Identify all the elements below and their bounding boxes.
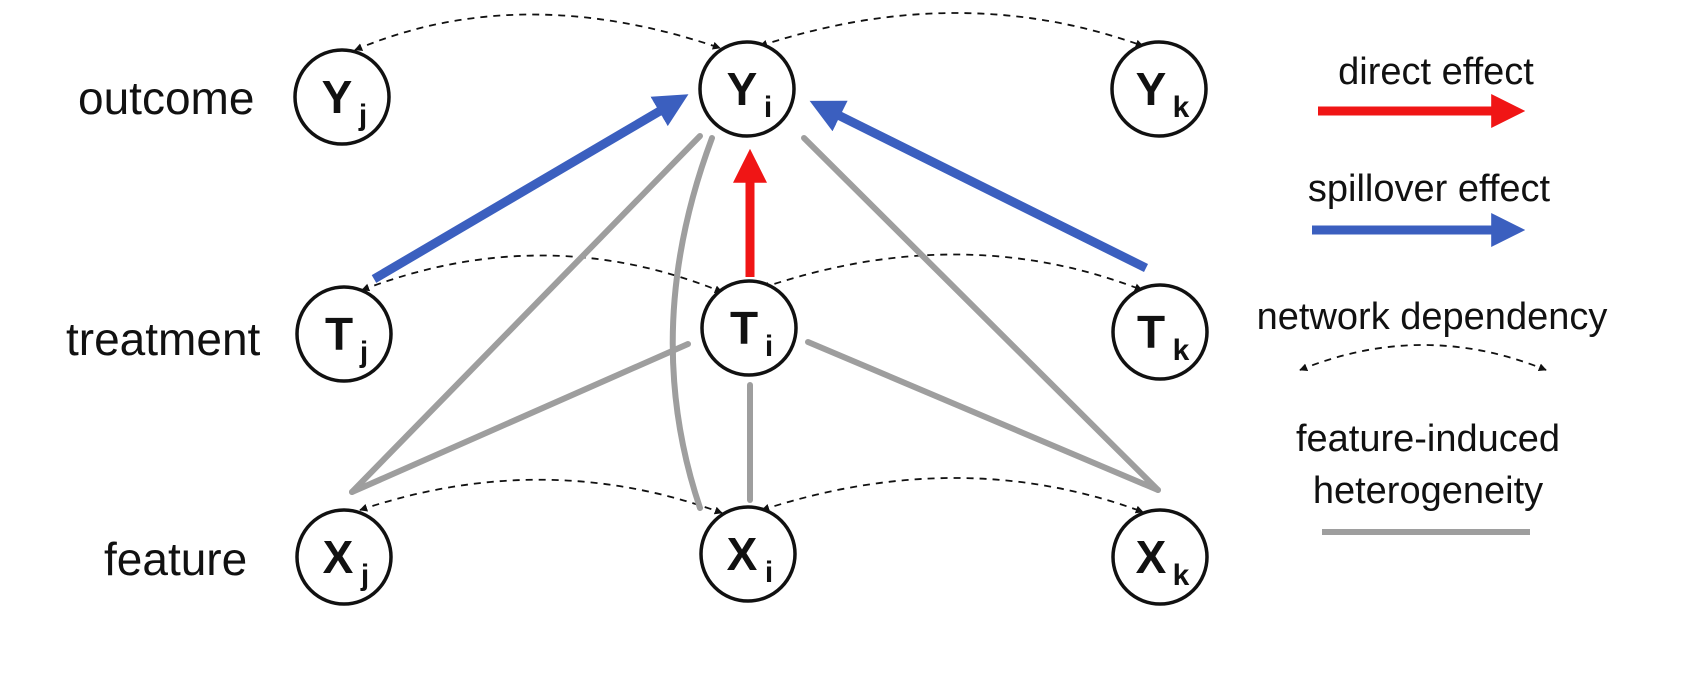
node-tj: T j bbox=[295, 285, 393, 383]
node-tk-sub: k bbox=[1173, 334, 1190, 367]
spillover-tj-yi bbox=[371, 94, 689, 283]
node-yk-sub: k bbox=[1173, 91, 1190, 124]
node-yi-letter: Y bbox=[727, 63, 758, 115]
node-yi-sub: i bbox=[764, 91, 772, 124]
node-xk-sub: k bbox=[1173, 559, 1190, 592]
node-yj: Y j bbox=[293, 48, 391, 146]
row-label-treatment: treatment bbox=[66, 313, 261, 365]
node-ti: T i bbox=[700, 279, 798, 377]
dependency-tj-ti bbox=[361, 254, 723, 293]
node-tj-sub: j bbox=[359, 336, 368, 369]
row-label-outcome: outcome bbox=[78, 72, 254, 124]
heterogeneity-xj-yi bbox=[349, 133, 703, 495]
legend-heterogeneity-label-line1: feature-induced bbox=[1296, 418, 1560, 460]
node-yk-letter: Y bbox=[1136, 63, 1167, 115]
node-ti-sub: i bbox=[765, 330, 773, 363]
dependency-ti-tk bbox=[761, 253, 1143, 292]
heterogeneity-xk-yi bbox=[801, 135, 1161, 493]
node-xi-letter: X bbox=[727, 528, 758, 580]
legend-direct-effect-label: direct effect bbox=[1338, 51, 1534, 93]
spillover-tk-yi bbox=[809, 100, 1149, 273]
dependency-yj-yi bbox=[354, 13, 721, 51]
node-yi: Y i bbox=[698, 40, 796, 138]
node-yk: Y k bbox=[1110, 40, 1208, 138]
node-xk: X k bbox=[1111, 508, 1209, 606]
node-tk-letter: T bbox=[1137, 306, 1165, 358]
node-xj-letter: X bbox=[323, 531, 354, 583]
legend: direct effect spillover effect network d… bbox=[1257, 51, 1608, 535]
dependency-yi-yk bbox=[759, 12, 1144, 48]
node-xj-sub: j bbox=[360, 559, 369, 592]
legend-network-dependency-label: network dependency bbox=[1257, 296, 1608, 338]
dependency-xj-xi bbox=[359, 478, 723, 515]
heterogeneity-xk-ti bbox=[805, 339, 1161, 493]
node-ti-letter: T bbox=[730, 302, 758, 354]
dependency-xi-xk bbox=[761, 477, 1144, 514]
row-label-feature: feature bbox=[104, 533, 247, 585]
legend-network-dependency-arrow bbox=[1299, 344, 1547, 371]
node-xi-sub: i bbox=[765, 556, 773, 589]
node-yj-sub: j bbox=[358, 99, 367, 132]
node-xk-letter: X bbox=[1136, 531, 1167, 583]
heterogeneity-xj-ti bbox=[349, 341, 691, 495]
node-yj-letter: Y bbox=[322, 71, 353, 123]
node-xj: X j bbox=[295, 508, 393, 606]
legend-spillover-effect-label: spillover effect bbox=[1308, 168, 1551, 210]
node-xi: X i bbox=[699, 505, 797, 603]
node-tk: T k bbox=[1111, 283, 1209, 381]
heterogeneity-xi-yi bbox=[669, 135, 715, 511]
node-tj-letter: T bbox=[325, 308, 353, 360]
legend-heterogeneity-label-line2: heterogeneity bbox=[1313, 470, 1543, 512]
